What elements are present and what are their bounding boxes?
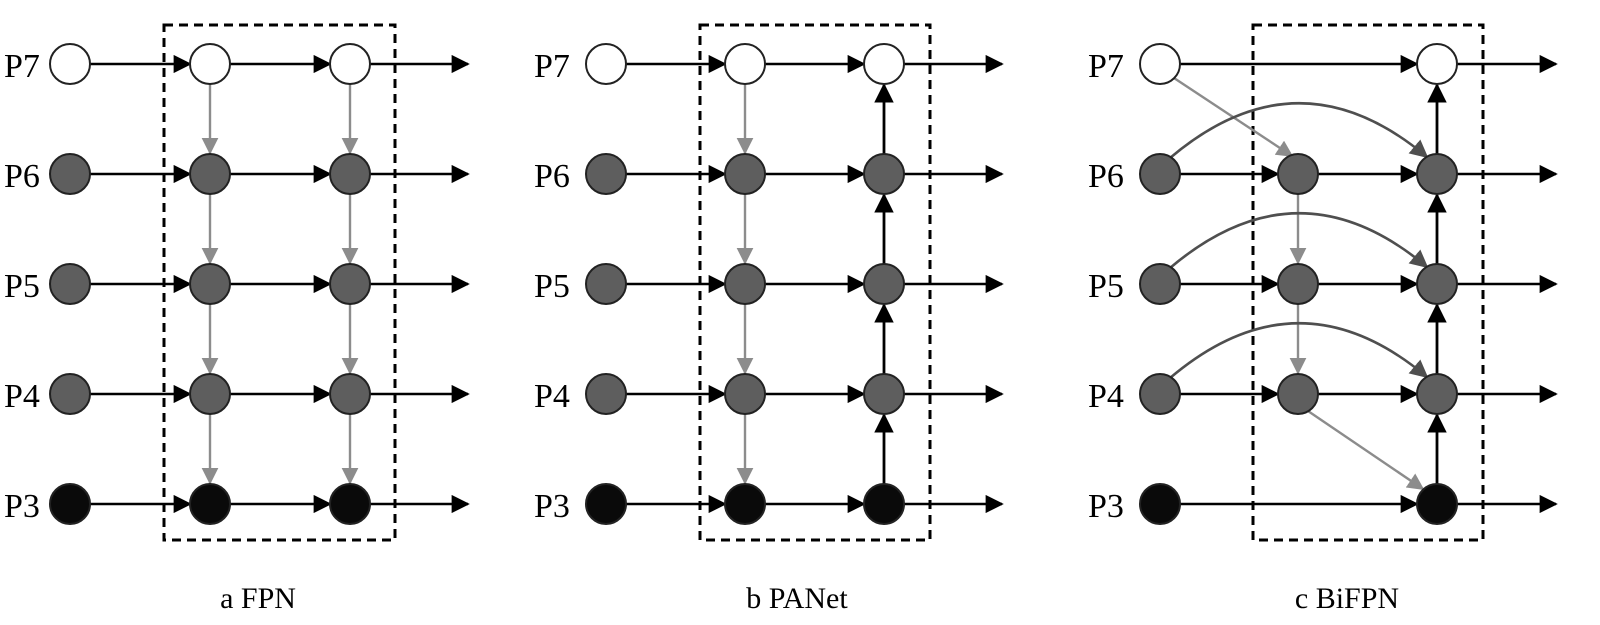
fpn-node-out-p6	[329, 153, 371, 195]
fpn-label-p3: P3	[4, 488, 40, 525]
panel-panet: P7 P6 P5 P4 P3 b PANet	[534, 23, 1004, 615]
panet-label-p6: P6	[534, 158, 570, 195]
bifpn-node-mid-p5	[1277, 263, 1319, 305]
panet-node-out-p7	[863, 43, 905, 85]
fpn-caption: a FPN	[220, 582, 296, 615]
panet-label-p7: P7	[534, 48, 570, 85]
bifpn-node-mid-p4	[1277, 373, 1319, 415]
panet-node-mid-p4	[724, 373, 766, 415]
fpn-node-input-p4	[49, 373, 91, 415]
panel-fpn: P7 P6 P5 P4 P3 a FPN	[4, 23, 470, 615]
fpn-node-input-p6	[49, 153, 91, 195]
panet-node-input-p6	[585, 153, 627, 195]
fpn-node-mid-p4	[189, 373, 231, 415]
fpn-node-mid-p6	[189, 153, 231, 195]
bifpn-node-out-p6	[1416, 153, 1458, 195]
bifpn-label-p3: P3	[1088, 488, 1124, 525]
panet-node-input-p7	[585, 43, 627, 85]
bifpn-skip-arc-p5	[1169, 211, 1429, 269]
fpn-node-input-p5	[49, 263, 91, 305]
bifpn-nodes	[1139, 43, 1458, 525]
bifpn-node-input-p3	[1139, 483, 1181, 525]
bifpn-node-input-p7	[1139, 43, 1181, 85]
panet-caption: b PANet	[746, 582, 848, 615]
fpn-node-mid-p3	[189, 483, 231, 525]
bifpn-label-p5: P5	[1088, 268, 1124, 305]
panet-nodes	[585, 43, 905, 525]
panet-node-out-p3	[863, 483, 905, 525]
panet-node-out-p5	[863, 263, 905, 305]
fpn-node-out-p7	[329, 43, 371, 85]
panet-dashed-box	[698, 23, 932, 542]
panel-bifpn: P7 P6 P5 P4 P3 c BiFPN	[1088, 23, 1558, 615]
bifpn-dashed-box	[1251, 23, 1485, 542]
bifpn-node-out-p5	[1416, 263, 1458, 305]
bifpn-caption: c BiFPN	[1295, 582, 1399, 615]
bifpn-node-input-p6	[1139, 153, 1181, 195]
fpn-node-input-p3	[49, 483, 91, 525]
panet-node-input-p5	[585, 263, 627, 305]
bifpn-node-out-p7	[1416, 43, 1458, 85]
panet-node-mid-p5	[724, 263, 766, 305]
bifpn-node-out-p4	[1416, 373, 1458, 415]
bifpn-skip-arc-p6	[1169, 101, 1429, 159]
fpn-node-mid-p7	[189, 43, 231, 85]
panet-node-input-p3	[585, 483, 627, 525]
panet-label-p3: P3	[534, 488, 570, 525]
panet-node-out-p4	[863, 373, 905, 415]
bifpn-td-p4-p3	[1307, 410, 1425, 490]
fpn-label-p4: P4	[4, 378, 40, 415]
bifpn-label-p4: P4	[1088, 378, 1124, 415]
fpn-nodes	[49, 43, 371, 525]
fpn-edges	[90, 54, 470, 514]
panet-label-p5: P5	[534, 268, 570, 305]
fpn-node-mid-p5	[189, 263, 231, 305]
fpn-node-input-p7	[49, 43, 91, 85]
panet-node-input-p4	[585, 373, 627, 415]
bifpn-skip-arc-p4	[1169, 321, 1429, 379]
bifpn-label-p6: P6	[1088, 158, 1124, 195]
fpn-node-out-p4	[329, 373, 371, 415]
panet-node-mid-p6	[724, 153, 766, 195]
panet-node-mid-p3	[724, 483, 766, 525]
fpn-label-p6: P6	[4, 158, 40, 195]
bifpn-node-out-p3	[1416, 483, 1458, 525]
fpn-node-out-p3	[329, 483, 371, 525]
fpn-dashed-box	[162, 23, 397, 542]
fpn-node-out-p5	[329, 263, 371, 305]
bifpn-node-input-p5	[1139, 263, 1181, 305]
fpn-label-p5: P5	[4, 268, 40, 305]
panet-label-p4: P4	[534, 378, 570, 415]
bifpn-label-p7: P7	[1088, 48, 1124, 85]
panet-edges	[626, 54, 1004, 514]
fpn-label-p7: P7	[4, 48, 40, 85]
bifpn-node-mid-p6	[1277, 153, 1319, 195]
panet-node-mid-p7	[724, 43, 766, 85]
panet-node-out-p6	[863, 153, 905, 195]
bifpn-node-input-p4	[1139, 373, 1181, 415]
bifpn-edges	[1169, 54, 1558, 514]
